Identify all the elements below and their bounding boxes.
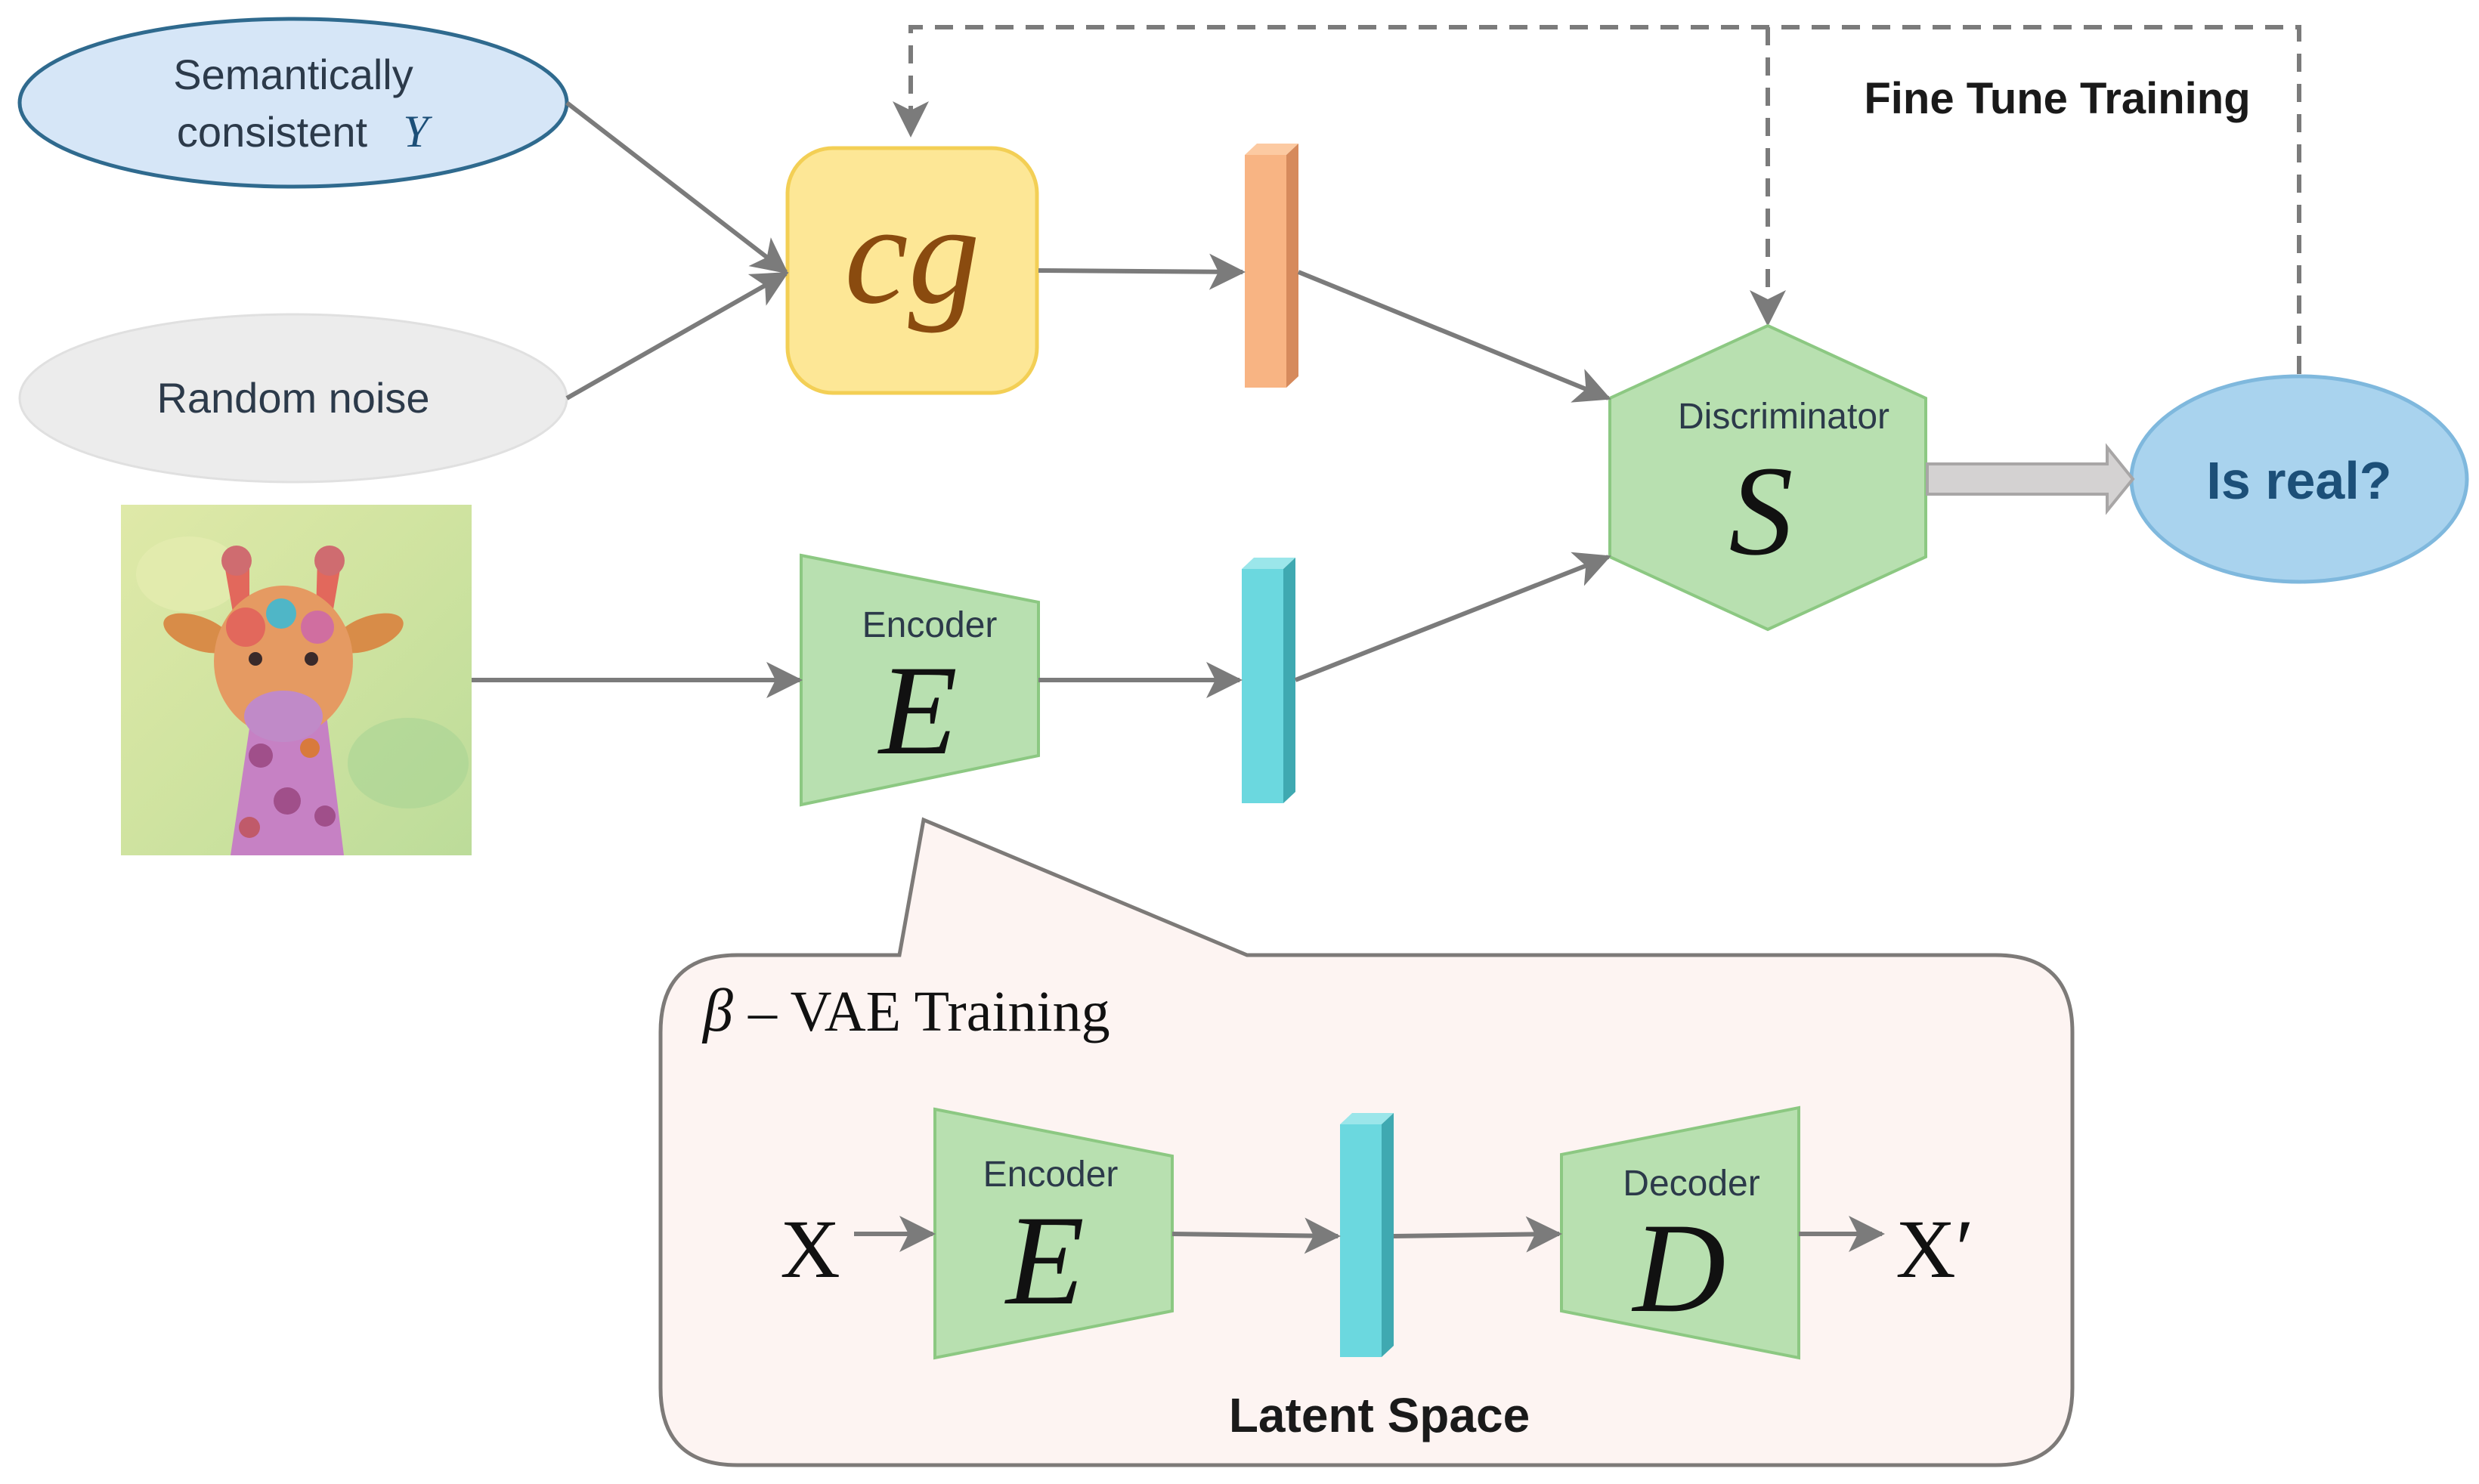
noise-label: Random noise [156,374,429,422]
discriminator-symbol: S [1729,440,1793,582]
giraffe-eye-right [305,652,318,666]
discriminator-label: Discriminator [1678,397,1889,437]
orange-bar-top [1245,144,1298,155]
cyan-bar-side [1283,558,1295,803]
vae-input-label: X [780,1203,840,1295]
vae-arrow-latent-to-decoder [1393,1216,1562,1253]
latent-space-label: Latent Space [1229,1388,1530,1442]
feedback-line-to-cg [893,25,2301,374]
generator-node: cg [785,146,1039,395]
orange-bar-side [1286,144,1298,388]
vae-decoder-trapezoid [1560,1105,1800,1360]
giraffe-ear-right [334,613,404,654]
vae-latent-bar-top [1340,1113,1394,1124]
encoder-top-trapezoid [800,553,1040,807]
vae-arrow-encoder-to-latent [1171,1217,1341,1254]
cyan-bar-top [1242,558,1295,569]
encoder-top-symbol: E [877,639,958,781]
semantic-line1: Semantically [173,51,413,98]
giraffe-ear-left [163,613,233,654]
encoder-top-node: Encoder E [800,553,1040,807]
encoder-top-label: Encoder [862,605,998,645]
arrow-bar-to-discriminator-lower [1294,552,1611,682]
orange-bar-front [1245,155,1286,388]
fine-tune-label: Fine Tune Training [1864,74,2250,123]
fine-tune-feedback-lines [893,25,2301,374]
generated-feature-bar [1245,144,1298,388]
arrow-noise-to-cg [565,271,789,400]
cyan-bar-front [1242,569,1283,803]
semantic-variable: Y [403,107,432,156]
arrow-semantic-to-cg [565,100,789,274]
vae-output-label: X′ [1896,1203,1974,1295]
semantic-input-node: Semantically consistent Y [17,17,569,189]
giraffe-eye-left [249,652,262,666]
arrow-cg-to-bar [1038,253,1246,290]
vae-title: – VAE Training [747,980,1110,1043]
encoded-feature-bar [1242,558,1295,803]
vae-encoder-trapezoid [933,1107,1174,1360]
vae-beta-symbol: β [701,978,733,1044]
flow-arrows [472,100,1611,698]
vae-encoder-symbol: E [1004,1189,1085,1331]
discriminator-node: Discriminator S [1608,323,1927,632]
noise-input-node: Random noise [18,313,568,484]
vae-training-panel: β – VAE Training X Encoder E Decoder D X… [658,817,2075,1467]
giraffe-muzzle [244,691,323,742]
discriminator-to-output-arrow [1926,443,2135,515]
vae-encoder-label: Encoder [983,1155,1119,1195]
vae-decoder-symbol: D [1632,1197,1726,1339]
input-image [121,505,472,855]
output-label: Is real? [2206,451,2391,510]
semantic-line2: consistent [177,108,368,156]
output-node: Is real? [2129,374,2469,584]
vae-latent-bar-side [1382,1113,1394,1357]
arrow-bar-to-discriminator [1297,270,1611,403]
vae-latent-bar-front [1340,1124,1382,1357]
semantic-ellipse [17,17,569,189]
generator-symbol: cg [844,175,980,334]
vae-decoder-label: Decoder [1623,1164,1759,1204]
